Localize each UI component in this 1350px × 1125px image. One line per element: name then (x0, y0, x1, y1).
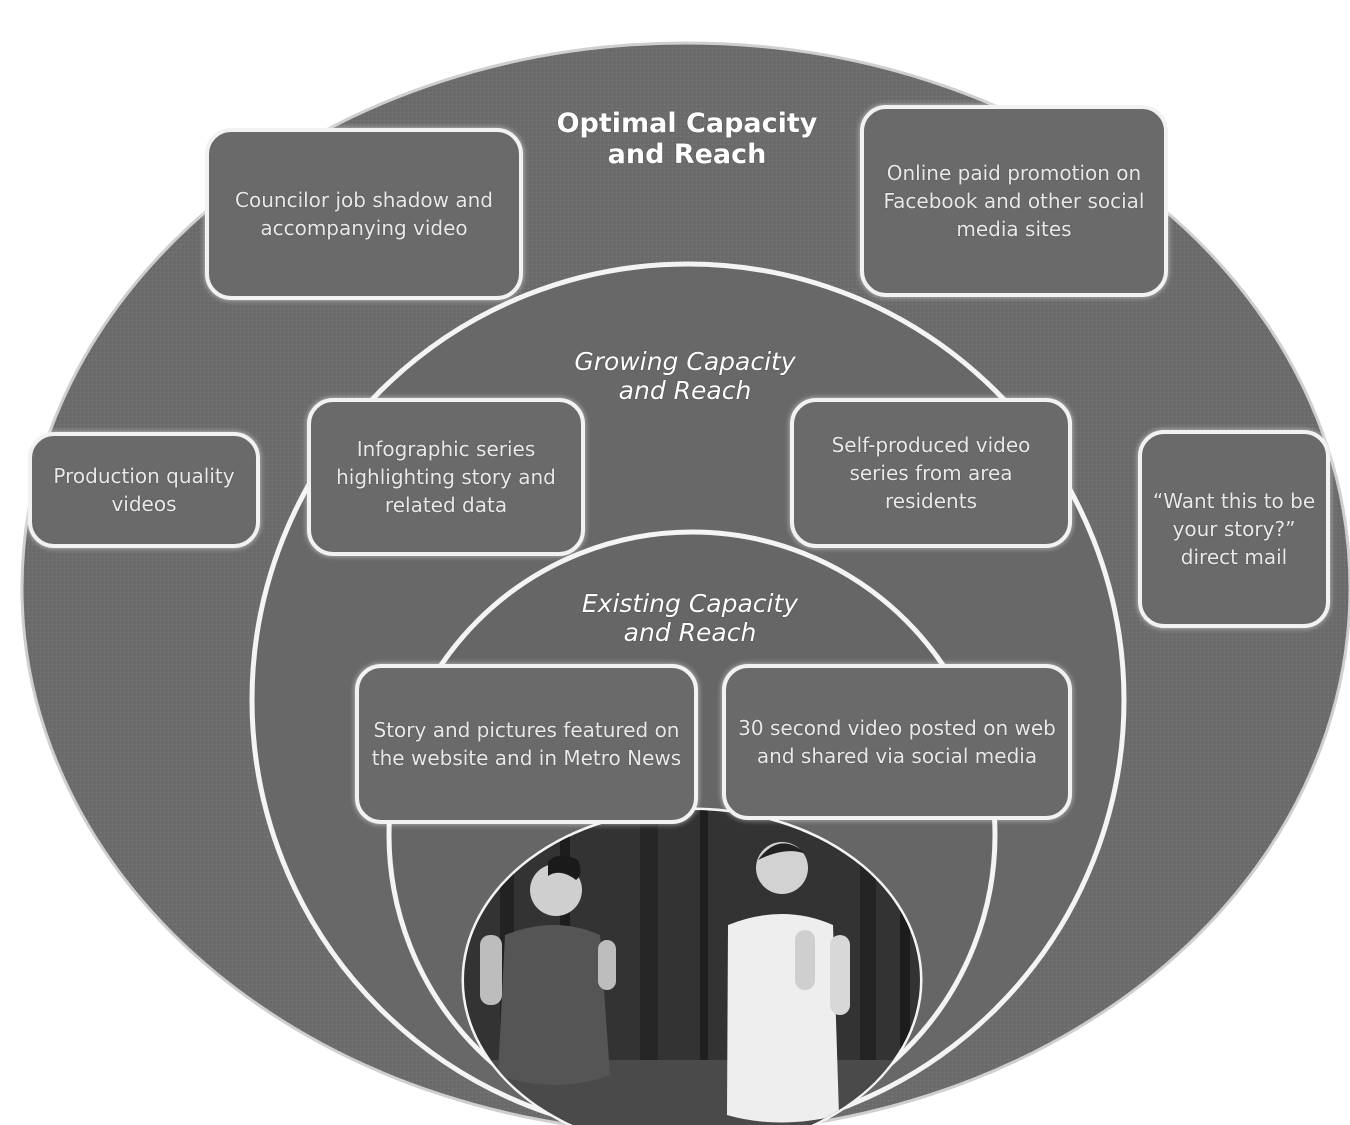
want-this-box: “Want this to be your story?” direct mai… (1138, 430, 1330, 628)
want-this-text: “Want this to be your story?” direct mai… (1152, 489, 1316, 569)
online-paid-box: Online paid promotion on Facebook and ot… (860, 105, 1168, 297)
growing-title: Growing Capacity and Reach (574, 347, 796, 405)
optimal-title: Optimal Capacity and Reach (556, 108, 818, 171)
self-produced-box: Self-produced video series from area res… (790, 398, 1072, 548)
infographic-text: Infographic series highlighting story an… (336, 437, 556, 517)
production-videos-box: Production quality videos (28, 432, 260, 548)
self-produced-text: Self-produced video series from area res… (831, 433, 1031, 513)
infographic-box: Infographic series highlighting story an… (307, 398, 585, 556)
video-30s-box: 30 second video posted on web and shared… (722, 664, 1072, 820)
production-videos-text: Production quality videos (53, 464, 235, 516)
walking-seniors-photo (461, 807, 923, 1125)
story-pictures-text: Story and pictures featured on the websi… (371, 718, 682, 770)
video-30s-text: 30 second video posted on web and shared… (738, 716, 1056, 768)
councilor-text: Councilor job shadow and accompanying vi… (235, 188, 493, 240)
existing-title: Existing Capacity and Reach (581, 589, 799, 647)
story-pictures-box: Story and pictures featured on the websi… (355, 664, 698, 824)
online-paid-text: Online paid promotion on Facebook and ot… (883, 161, 1145, 241)
councilor-box: Councilor job shadow and accompanying vi… (205, 128, 523, 300)
